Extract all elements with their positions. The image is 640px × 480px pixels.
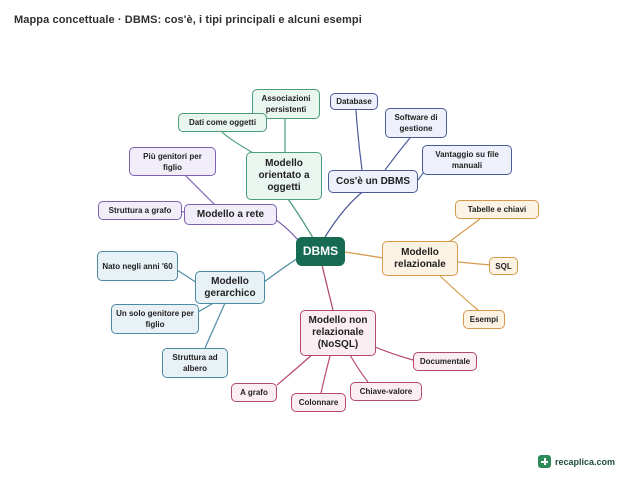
node-sql: SQL bbox=[489, 257, 518, 275]
center-node: DBMS bbox=[296, 237, 345, 266]
connector-cose bbox=[324, 189, 366, 238]
node-modello-nosql: Modello non relazionale (NoSQL) bbox=[300, 310, 376, 356]
node-dati-come-oggetti: Dati come oggetti bbox=[178, 113, 267, 132]
node-associazioni-persistenti: Associazioni persistenti bbox=[252, 89, 320, 119]
node-chiave-valore: Chiave-valore bbox=[350, 382, 422, 401]
node-modello-gerarchico: Modello gerarchico bbox=[195, 271, 265, 304]
node-modello-relazionale: Modello relazionale bbox=[382, 241, 458, 276]
node-nato-anni-60: Nato negli anni '60 bbox=[97, 251, 178, 281]
connector-gerarchico bbox=[263, 257, 299, 283]
node-modello-oggetti: Modello orientato a oggetti bbox=[246, 152, 322, 200]
node-struttura-grafo: Struttura a grafo bbox=[98, 201, 182, 220]
node-colonnare: Colonnare bbox=[291, 393, 346, 412]
logo-text: recaplica.com bbox=[555, 456, 616, 467]
connector-relazionale bbox=[344, 251, 384, 259]
node-vantaggio-file: Vantaggio su file manuali bbox=[422, 145, 512, 175]
node-software-gestione: Software di gestione bbox=[385, 108, 447, 138]
node-documentale: Documentale bbox=[413, 352, 477, 371]
node-database: Database bbox=[330, 93, 378, 110]
node-un-solo-genitore: Un solo genitore per figlio bbox=[111, 304, 199, 334]
node-struttura-albero: Struttura ad albero bbox=[162, 348, 228, 378]
connector-nosql bbox=[321, 264, 334, 311]
node-cose-dbms: Cos'è un DBMS bbox=[328, 170, 418, 193]
recaplica-logo: recaplica.com bbox=[538, 455, 615, 468]
node-a-grafo: A grafo bbox=[231, 383, 277, 402]
node-tabelle-chiavi: Tabelle e chiavi bbox=[455, 200, 539, 219]
node-piu-genitori: Più genitori per figlio bbox=[129, 147, 216, 176]
node-esempi: Esempi bbox=[463, 310, 505, 329]
recaplica-logo-icon bbox=[538, 455, 551, 468]
page-title: Mappa concettuale · DBMS: cos'è, i tipi … bbox=[14, 14, 362, 26]
node-modello-rete: Modello a rete bbox=[184, 204, 277, 225]
